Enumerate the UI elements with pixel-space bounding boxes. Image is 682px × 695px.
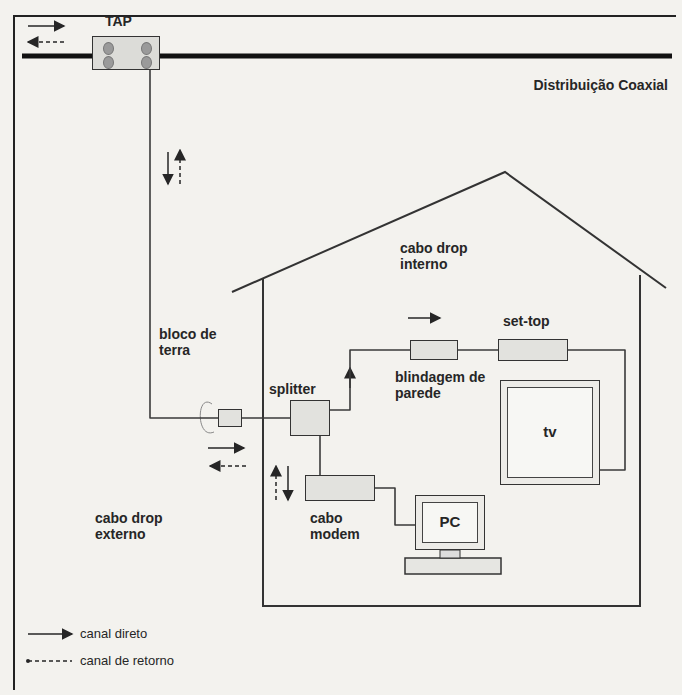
node-label: set-top (503, 313, 583, 329)
cable-label: cabo drop interno (400, 240, 510, 272)
coax-cable (242, 418, 290, 419)
house-walls (263, 275, 640, 606)
legend-text: canal de retorno (80, 653, 174, 668)
node-label: TAP (105, 13, 165, 29)
coax-cable (375, 488, 415, 525)
direction-arrows (28, 26, 440, 500)
node-label: splitter (269, 381, 349, 397)
ground-block: bloco de terra (218, 409, 242, 427)
tap-port (141, 56, 152, 69)
monitor-stand (440, 550, 460, 558)
legend-solid-sample (28, 633, 72, 635)
pc-monitor: PC (415, 495, 485, 550)
coax-cable (150, 70, 218, 418)
coax-cable (458, 350, 498, 351)
keyboard (405, 558, 501, 574)
legend-text: canal direto (80, 626, 147, 641)
node-label: tv (501, 424, 599, 440)
node-label: cabo modem (310, 510, 380, 542)
tap-port (103, 42, 114, 55)
cable-label: cabo drop externo (95, 510, 205, 542)
coax-cable (320, 436, 321, 475)
node-label: blindagem de parede (395, 369, 495, 401)
tap-port (141, 42, 152, 55)
wall-plate: blindagem de parede (410, 340, 458, 360)
splitter-box: splitter (290, 400, 330, 436)
frame (14, 16, 676, 690)
cable-modem: cabo modem (305, 475, 375, 501)
legend-dashed-sample (28, 660, 72, 662)
node-label: PC (416, 514, 484, 530)
legend-dot (26, 659, 30, 663)
node-label: bloco de terra (159, 326, 237, 358)
section-title: Distribuição Coaxial (420, 77, 668, 93)
tv-set: tv (500, 380, 600, 485)
house-roof (232, 172, 666, 292)
set-top-box: set-top (498, 339, 568, 361)
tap-box: TAP (92, 36, 160, 70)
tap-port (103, 56, 114, 69)
